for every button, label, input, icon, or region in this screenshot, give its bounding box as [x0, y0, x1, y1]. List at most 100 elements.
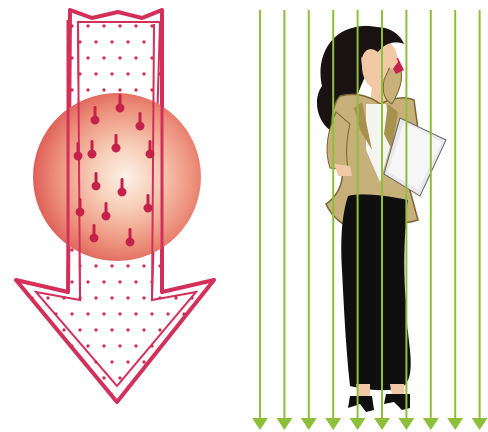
dot	[70, 280, 73, 283]
dot	[198, 88, 201, 91]
dot	[134, 88, 137, 91]
dot	[134, 312, 137, 315]
dot	[206, 72, 209, 75]
green-arrow-line	[447, 10, 463, 430]
dot	[134, 280, 137, 283]
dot	[94, 392, 97, 395]
dot	[94, 72, 97, 75]
dot	[142, 40, 145, 43]
dot	[38, 280, 41, 283]
dot	[102, 344, 105, 347]
green-arrow-line	[276, 10, 292, 430]
arrowhead-icon	[374, 418, 390, 430]
dot	[182, 280, 185, 283]
dot	[22, 248, 25, 251]
dot	[46, 40, 49, 43]
dot	[166, 56, 169, 59]
dot	[110, 328, 113, 331]
dot	[70, 88, 73, 91]
dot	[118, 280, 121, 283]
dot	[62, 360, 65, 363]
dot	[206, 200, 209, 203]
dot	[30, 264, 33, 267]
dot	[102, 88, 105, 91]
dot	[94, 296, 97, 299]
dot	[102, 376, 105, 379]
dot	[70, 376, 73, 379]
dot	[166, 88, 169, 91]
dot	[38, 120, 41, 123]
dot	[134, 344, 137, 347]
dot	[126, 264, 129, 267]
green-arrow-line	[301, 10, 317, 430]
green-arrow-line	[472, 10, 488, 430]
dot	[86, 280, 89, 283]
dot	[198, 120, 201, 123]
dot	[150, 376, 153, 379]
dot	[158, 392, 161, 395]
dot	[158, 360, 161, 363]
arrowhead-icon	[350, 418, 366, 430]
dot	[198, 216, 201, 219]
dot	[174, 360, 177, 363]
dot	[62, 328, 65, 331]
dot	[142, 392, 145, 395]
dot	[62, 104, 65, 107]
dot	[30, 392, 33, 395]
dot	[190, 40, 193, 43]
dot	[206, 296, 209, 299]
dot	[22, 120, 25, 123]
dot	[54, 344, 57, 347]
green-arrow-line	[423, 10, 439, 430]
dot	[110, 360, 113, 363]
dot	[118, 344, 121, 347]
dot	[198, 152, 201, 155]
dot	[166, 376, 169, 379]
dot	[54, 248, 57, 251]
dot	[46, 328, 49, 331]
dot	[190, 296, 193, 299]
dot	[206, 328, 209, 331]
dot	[86, 312, 89, 315]
dot	[86, 56, 89, 59]
dot	[46, 360, 49, 363]
dot	[22, 312, 25, 315]
sphere-icon	[33, 93, 201, 261]
dot	[206, 392, 209, 395]
dot	[46, 72, 49, 75]
dot	[22, 24, 25, 27]
dot	[118, 376, 121, 379]
dot	[94, 264, 97, 267]
dot	[206, 232, 209, 235]
dot	[110, 296, 113, 299]
dot	[62, 72, 65, 75]
dot	[134, 56, 137, 59]
dot	[54, 280, 57, 283]
dot	[182, 376, 185, 379]
dot	[54, 376, 57, 379]
dot	[126, 360, 129, 363]
dot	[206, 104, 209, 107]
dot	[110, 72, 113, 75]
dot	[46, 232, 49, 235]
dot	[86, 376, 89, 379]
dot	[150, 344, 153, 347]
dot	[30, 360, 33, 363]
dot	[70, 248, 73, 251]
dot	[118, 56, 121, 59]
dot	[198, 24, 201, 27]
dot	[166, 344, 169, 347]
dot	[30, 328, 33, 331]
dot	[22, 184, 25, 187]
dot	[166, 280, 169, 283]
dot	[38, 216, 41, 219]
dot	[22, 88, 25, 91]
dot	[182, 88, 185, 91]
dot	[30, 200, 33, 203]
dot	[94, 360, 97, 363]
arrowhead-icon	[252, 418, 268, 430]
dot	[126, 328, 129, 331]
dot	[142, 296, 145, 299]
dot	[126, 40, 129, 43]
